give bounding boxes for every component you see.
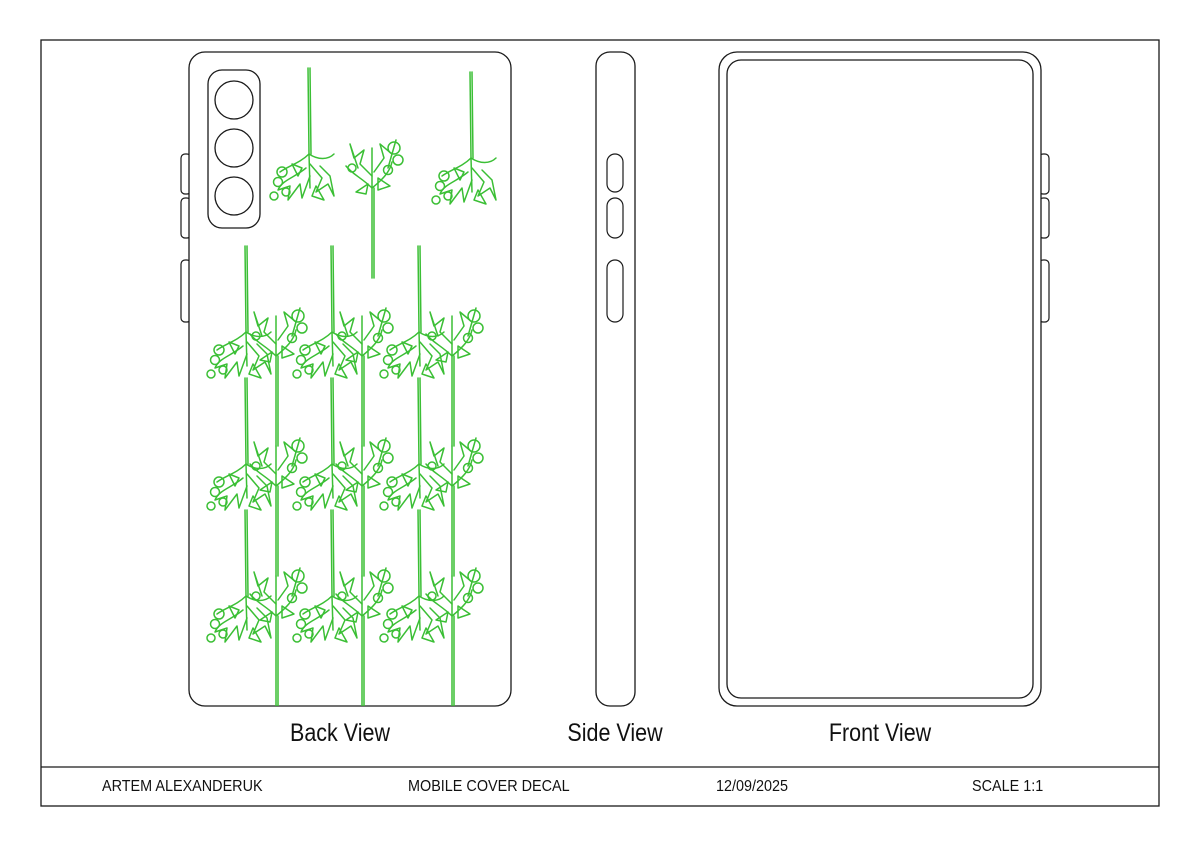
camera-lens-2	[214, 128, 254, 168]
title-block-date: 12/09/2025	[716, 778, 789, 795]
title-block-author: ARTEM ALEXANDERUK	[102, 778, 263, 795]
camera-lens-1	[214, 80, 254, 120]
title-block-scale: SCALE 1:1	[972, 778, 1044, 795]
sheet-border	[40, 39, 1160, 807]
side-profile-outline	[595, 51, 636, 707]
side-view	[595, 51, 636, 707]
title-block-title: MOBILE COVER DECAL	[408, 778, 570, 795]
back-cover-outline	[188, 51, 512, 707]
camera-lens-3	[214, 176, 254, 216]
front-view	[718, 51, 1050, 707]
side-button-power	[606, 259, 624, 323]
back-view-label: Back View	[289, 719, 390, 747]
front-screen-outline	[726, 59, 1034, 699]
side-view-label: Side View	[567, 719, 663, 747]
back-view	[180, 51, 512, 707]
front-view-label: Front View	[828, 719, 932, 747]
side-button-volume-up	[606, 153, 624, 193]
side-button-volume-down	[606, 197, 624, 239]
